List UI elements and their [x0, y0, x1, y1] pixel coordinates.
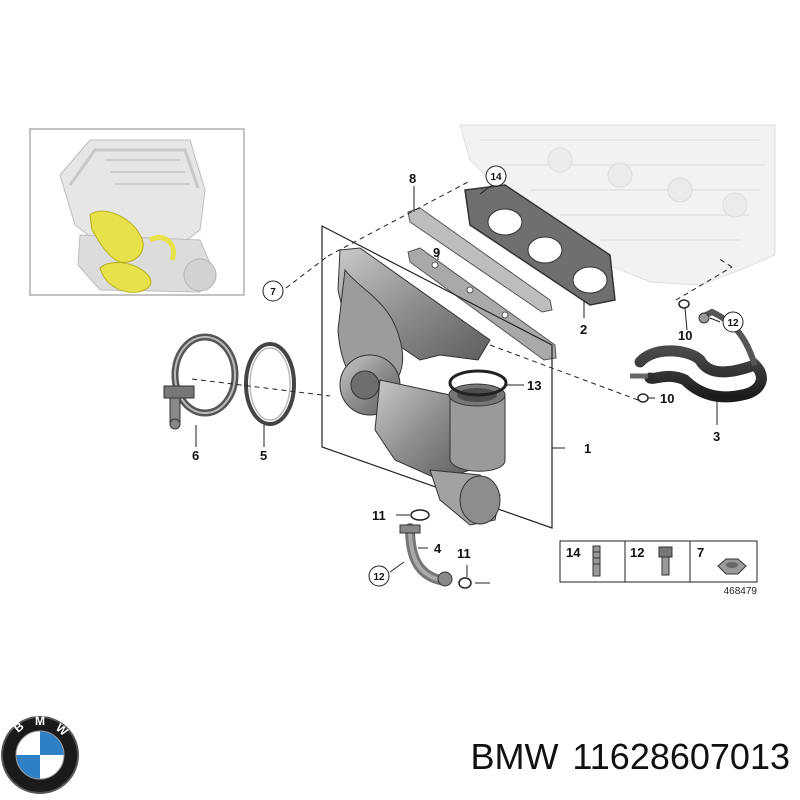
callout-10-upper: 10 — [678, 328, 692, 343]
callout-10-lower: 10 — [660, 391, 674, 406]
fastener-legend: 14 12 7 468479 — [559, 540, 758, 597]
legend-label-7: 7 — [697, 545, 704, 560]
callout-14-circle: 14 — [485, 165, 507, 187]
turbocharger — [337, 247, 506, 526]
callout-4: 4 — [434, 541, 442, 556]
heat-shield-strip-8 — [407, 207, 553, 313]
gasket-ring-5 — [244, 342, 296, 426]
bmw-logo: B M W — [1, 714, 79, 794]
callout-6: 6 — [192, 448, 199, 463]
callout-12-lower-circle: 12 — [368, 565, 390, 587]
oil-feed-line — [630, 308, 767, 403]
leader-lines — [191, 181, 733, 584]
legend-label-12: 12 — [630, 545, 644, 560]
callout-11-upper: 11 — [372, 508, 386, 523]
v-band-clamp — [163, 333, 239, 430]
callout-7-circle: 7 — [262, 280, 284, 302]
callout-12-upper: 12 — [727, 318, 739, 329]
stud-icon — [592, 545, 601, 577]
callout-11-lower: 11 — [457, 546, 471, 561]
callout-12-upper-circle: 12 — [722, 311, 744, 333]
callout-14: 14 — [490, 172, 502, 183]
logo-text-m: M — [35, 714, 45, 728]
callout-7: 7 — [270, 287, 276, 298]
doc-number: 468479 — [724, 586, 758, 597]
callout-8: 8 — [409, 171, 416, 186]
brand-name: BMW — [470, 736, 559, 777]
callouts: 1 2 3 4 5 6 8 9 10 10 11 11 13 7 14 12 1… — [192, 165, 744, 587]
o-ring-10-upper — [678, 299, 690, 309]
cylinder-head — [459, 124, 776, 286]
o-ring-11-lower — [458, 577, 472, 589]
sealing-ring-13 — [448, 369, 508, 397]
nut-icon — [717, 558, 747, 575]
exhaust-gasket — [464, 184, 616, 306]
turbo-highlight — [89, 210, 176, 293]
callout-3: 3 — [713, 429, 720, 444]
bolt-icon — [658, 546, 673, 576]
turbo-frame — [321, 225, 553, 529]
callout-2: 2 — [580, 322, 587, 337]
callout-13: 13 — [527, 378, 541, 393]
engine-thumbnail — [29, 128, 245, 296]
o-ring-10-lower — [637, 393, 649, 403]
callout-5: 5 — [260, 448, 267, 463]
oil-return-pipe — [399, 523, 453, 587]
part-number: 11628607013 — [572, 736, 790, 777]
callout-9: 9 — [433, 245, 440, 260]
part-caption: BMW 11628607013 — [410, 736, 790, 778]
callout-1: 1 — [584, 441, 591, 456]
o-ring-11-upper — [410, 509, 430, 521]
highlight-manifold — [89, 210, 144, 263]
callout-12-lower: 12 — [373, 572, 385, 583]
legend-label-14: 14 — [566, 545, 581, 560]
heat-shield-strip-9 — [407, 247, 557, 361]
